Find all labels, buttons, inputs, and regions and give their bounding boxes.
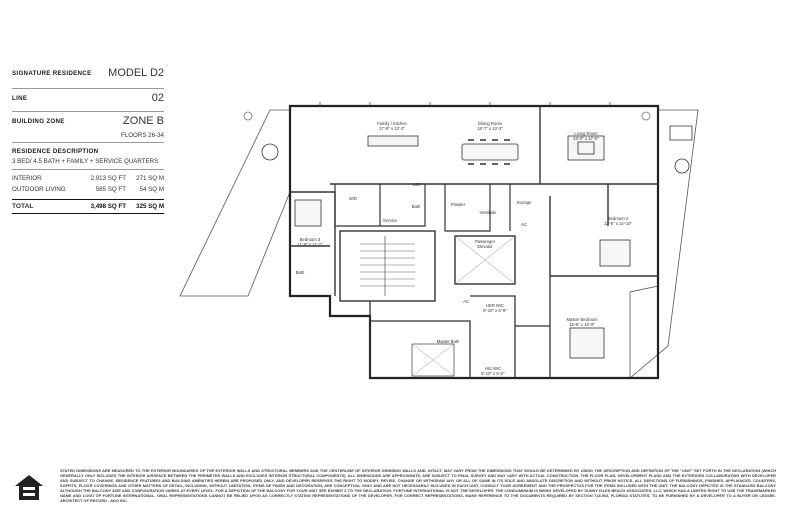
dining-room-dim: 18'-7" x 13'-3" <box>477 126 503 131</box>
residence-label: RESIDENCE DESCRIPTION <box>12 148 99 155</box>
total-label: TOTAL <box>12 203 34 210</box>
family-kitchen-dim: 27'-9" x 13'-3" <box>379 126 405 131</box>
planter-east <box>641 111 651 121</box>
mdf-label: MDF <box>412 182 422 187</box>
master-bath-label: Master Bath <box>437 339 460 344</box>
zone-row: BUILDING ZONE ZONE B FLOORS 26-34 <box>12 112 164 143</box>
legal-disclaimer: Stated dimensions are measured to the ex… <box>60 468 776 503</box>
total-sqft: 3,498 SQ FT <box>90 203 126 210</box>
area-label: INTERIOR <box>12 175 42 182</box>
his-wic-dim: 8'-10" x 5'-2" <box>481 371 505 376</box>
area-row-outdoor: OUTDOOR LIVING 585 SQ FT 54 SQ M <box>12 184 164 195</box>
signature-label: SIGNATURE RESIDENCE <box>12 70 92 77</box>
elevator-label: Passenger <box>475 239 496 244</box>
residence-description: RESIDENCE DESCRIPTION 3 BED/ 4.5 BATH + … <box>12 143 164 170</box>
planter <box>243 111 253 121</box>
ac-label: AC <box>521 222 527 227</box>
ac-label-lower: AC <box>463 299 469 304</box>
area-sqm: 271 SQ M <box>136 175 164 182</box>
elevator-label-2: Elevator <box>477 244 493 249</box>
kitchen-island <box>367 135 419 147</box>
bedroom3-dim: 11'-9" x 11'-2" <box>297 242 323 247</box>
west-terrace <box>179 109 291 297</box>
total-sqm: 325 SQ M <box>136 203 164 210</box>
info-panel: SIGNATURE RESIDENCE MODEL D2 LINE 02 BUI… <box>12 64 164 214</box>
dining-table <box>461 143 519 161</box>
partition-master <box>369 276 551 378</box>
living-room-label: Living Room <box>574 131 598 136</box>
living-sofa <box>567 135 605 161</box>
partition-living <box>539 106 658 277</box>
vestibule-label: Vestibule <box>480 210 498 215</box>
dining-room-label: Dining Room <box>478 121 503 126</box>
terrace-table <box>261 143 279 161</box>
bedroom2-label: Bedroom 2 <box>608 216 629 221</box>
area-sqft: 2,913 SQ FT <box>90 175 126 182</box>
storage-label: Storage <box>517 200 532 205</box>
area-row-interior: INTERIOR 2,913 SQ FT 271 SQ M <box>12 173 164 184</box>
bedroom2-dim: 13'-5" x 14'-10" <box>604 221 633 226</box>
master-shower <box>411 343 455 377</box>
signature-row: SIGNATURE RESIDENCE MODEL D2 <box>12 64 164 89</box>
terrace-table-east <box>674 158 690 174</box>
area-sqft: 585 SQ FT <box>95 186 126 193</box>
living-room-dim: 23'-0" x 17'-0" <box>573 136 599 141</box>
her-wic-dim: 8'-10" x 6'-9" <box>483 308 507 313</box>
east-terrace <box>629 109 699 379</box>
line-row: LINE 02 <box>12 89 164 112</box>
elevator-cross <box>454 235 516 285</box>
service-bath-label: Bath <box>412 204 421 209</box>
area-label: OUTDOOR LIVING <box>12 186 66 193</box>
living-table <box>577 141 595 155</box>
zone-value: ZONE B <box>123 115 164 127</box>
zone-label: BUILDING ZONE <box>12 118 65 125</box>
floor-plan-drawing: Family / Kitchen 27'-9" x 13'-3" Dining … <box>179 102 699 380</box>
stair-treads <box>360 243 415 287</box>
terrace-lounge <box>669 125 693 141</box>
elevator-shaft <box>454 235 516 285</box>
dining-chairs <box>468 139 510 165</box>
line-label: LINE <box>12 95 28 102</box>
master-bedroom-dim: 15'-8" x 15'-9" <box>569 322 595 327</box>
bedroom3-bath-label: Bath <box>296 270 305 275</box>
family-kitchen-label: Family / Kitchen <box>377 121 407 126</box>
stair-core <box>339 230 436 302</box>
area-row-total: TOTAL 3,498 SQ FT 325 SQ M <box>12 199 164 214</box>
window-markers <box>319 102 611 106</box>
bedroom2-bed <box>599 239 631 267</box>
equal-housing-icon <box>15 475 43 500</box>
powder-label: Powder <box>451 202 466 207</box>
master-bedroom-label: Master Bedroom <box>567 317 598 322</box>
bedroom3-bed <box>294 199 322 227</box>
zone-floors: FLOORS 26-34 <box>121 132 164 139</box>
residence-text: 3 BED/ 4.5 BATH + FAMILY + SERVICE QUART… <box>12 158 159 165</box>
shower-drain <box>411 343 455 377</box>
service-label: Service <box>383 218 398 223</box>
line-value: 02 <box>151 92 164 104</box>
master-bed <box>569 327 605 359</box>
his-wic-label: HIS WIC <box>485 366 501 371</box>
partition-service <box>334 184 511 232</box>
model-name: MODEL D2 <box>108 67 164 79</box>
wd-label: W/D <box>349 196 357 201</box>
her-wic-label: HER WIC <box>486 303 504 308</box>
bedroom3-label: Bedroom 3 <box>300 237 321 242</box>
area-sqm: 54 SQ M <box>139 186 164 193</box>
